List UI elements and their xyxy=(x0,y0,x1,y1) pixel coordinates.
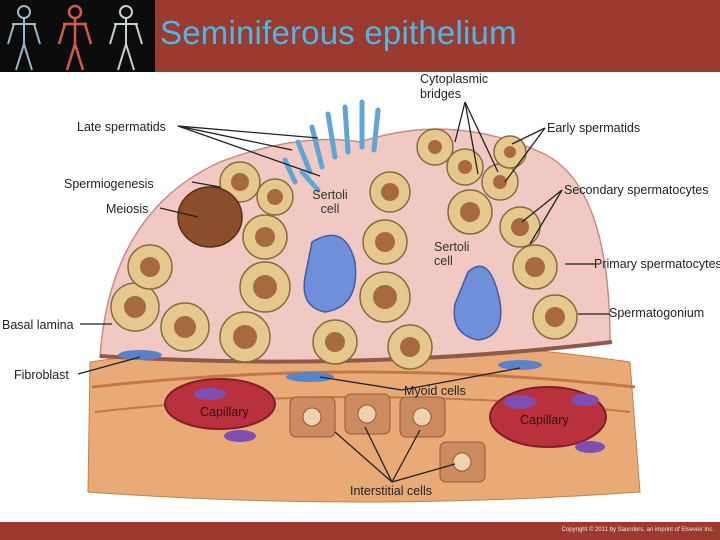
human-skeleton-figure-icon xyxy=(109,5,143,71)
myoid-cell xyxy=(286,372,334,382)
label-early-spermatids: Early spermatids xyxy=(547,121,641,135)
label-sertoli-cell-1: Sertoli cell xyxy=(312,188,348,216)
sertoli-nucleus-left xyxy=(303,234,357,313)
label-primary-spermatocytes: Primary spermatocytes xyxy=(594,257,720,271)
body-thumbnails xyxy=(0,0,155,72)
label-interstitial-cells: Interstitial cells xyxy=(350,484,432,498)
late-spermatid-heads xyxy=(282,99,381,193)
label-spermiogenesis: Spermiogenesis xyxy=(64,177,154,191)
human-figure-icon xyxy=(7,5,41,71)
header-bar: Seminiferous epithelium xyxy=(0,0,720,72)
label-capillary-1: Capillary xyxy=(200,405,249,419)
sertoli-nucleus-right xyxy=(453,265,502,341)
page-title: Seminiferous epithelium xyxy=(160,14,517,51)
myoid-cell xyxy=(498,360,542,370)
label-myoid-cells: Myoid cells xyxy=(404,384,466,398)
meiosis-cell xyxy=(177,186,243,248)
basal-lamina-line xyxy=(99,340,613,364)
label-secondary-spermatocytes: Secondary spermatocytes xyxy=(564,183,709,197)
myoid-cell xyxy=(118,350,162,360)
label-spermatogonium: Spermatogonium xyxy=(609,306,705,320)
label-basal-lamina: Basal lamina xyxy=(2,318,74,332)
label-late-spermatids: Late spermatids xyxy=(77,120,166,134)
label-meiosis: Meiosis xyxy=(106,202,149,216)
label-sertoli-cell-2: Sertoli cell xyxy=(434,240,470,268)
interstitial-cell-group xyxy=(289,393,486,483)
footer-bar: Copyright © 2011 by Saunders, an imprint… xyxy=(0,522,720,540)
illustration xyxy=(77,99,641,503)
human-muscle-figure-icon xyxy=(57,4,93,71)
germ-cell-nuclei xyxy=(124,140,565,357)
leader-lines xyxy=(77,101,610,483)
label-cytoplasmic-bridges: Cytoplasmic bridges xyxy=(420,72,489,101)
label-fibroblast: Fibroblast xyxy=(14,368,69,382)
capillary-left xyxy=(164,378,276,430)
epithelium-diagram: Cytoplasmic bridges Late spermatids Earl… xyxy=(0,72,720,522)
copyright-text: Copyright © 2011 by Saunders, an imprint… xyxy=(561,527,714,533)
label-capillary-2: Capillary xyxy=(520,413,569,427)
